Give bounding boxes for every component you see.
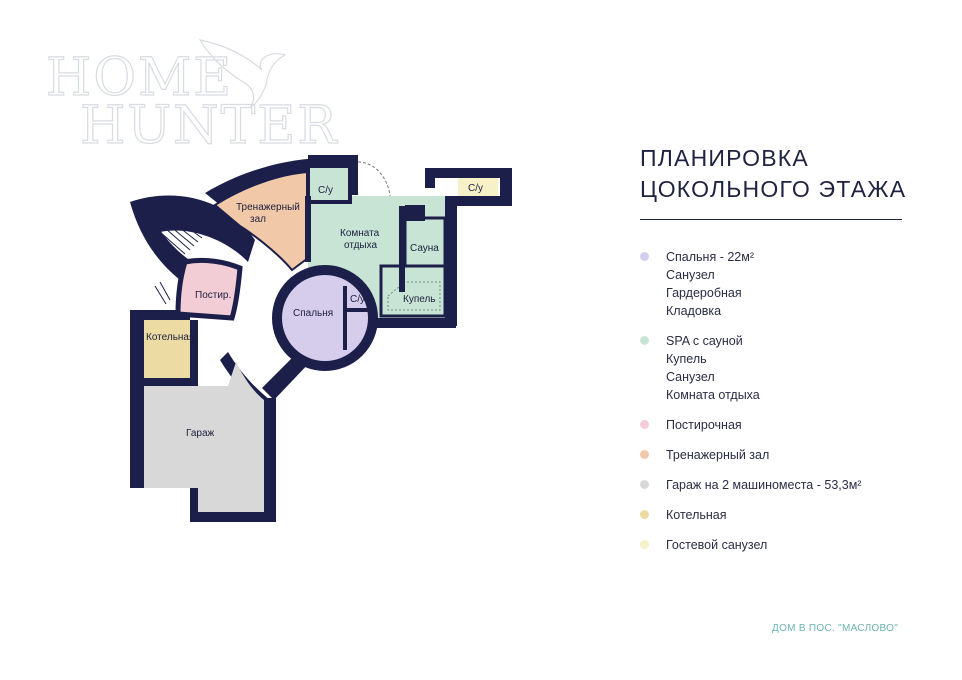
footer-caption: ДОМ В ПОС. "МАСЛОВО" [772, 623, 899, 634]
legend-item: Гостевой санузел [666, 538, 768, 552]
home-hunter-logo: HOME HUNTER [45, 39, 338, 157]
room-laundry [175, 257, 243, 321]
legend-group: Постирочная [640, 416, 940, 434]
legend-dot-icon [640, 540, 649, 549]
stairs [154, 221, 203, 305]
legend-group: Гараж на 2 машиноместа - 53,3м² [640, 476, 940, 494]
room-guest-wc [458, 178, 498, 196]
title-line-2: ЦОКОЛЬНОГО ЭТАЖА [640, 176, 907, 202]
room-kupel [379, 264, 447, 318]
legend-item: Гараж на 2 машиноместа - 53,3м² [666, 478, 862, 492]
room-garage [144, 362, 264, 512]
bird-icon [198, 39, 287, 109]
label-garage: Гараж [186, 428, 215, 439]
label-bedroom: Спальня [293, 308, 333, 319]
page-title: ПЛАНИРОВКА ЦОКОЛЬНОГО ЭТАЖА [640, 143, 907, 205]
label-sauna: Сауна [410, 243, 439, 254]
title-divider [640, 219, 902, 220]
legend-dot-icon [640, 336, 649, 345]
title-line-1: ПЛАНИРОВКА [640, 145, 809, 171]
legend-item: Санузел [666, 268, 715, 282]
legend-dot-icon [640, 420, 649, 429]
label-lounge-1: Комната [340, 228, 380, 239]
room-bedroom [272, 265, 378, 371]
legend-item: Котельная [666, 508, 727, 522]
legend-group: Тренажерный зал [640, 446, 940, 464]
legend-group: Котельная [640, 506, 940, 524]
label-gym-1: Тренажерный [236, 202, 300, 213]
label-lounge-2: отдыха [344, 240, 378, 251]
logo-line-2: HUNTER [80, 96, 338, 156]
legend-group: Гостевой санузел [640, 536, 940, 554]
legend-item: Тренажерный зал [666, 448, 770, 462]
legend-item: Постирочная [666, 418, 742, 432]
legend-item: SPA с сауной [666, 334, 743, 348]
legend-item: Комната отдыха [666, 388, 760, 402]
room-wc-top [306, 164, 352, 204]
label-wc-bedroom: С/у [350, 294, 365, 305]
label-laundry: Постир. [195, 290, 231, 301]
legend-dot-icon [640, 252, 649, 261]
legend-dot-icon [640, 450, 649, 459]
door-arc [357, 161, 391, 197]
legend-item: Кладовка [666, 304, 722, 318]
label-gym-2: зал [250, 214, 266, 225]
label-guest-wc: С/у [468, 183, 483, 194]
room-sauna [403, 216, 447, 268]
legend-item: Санузел [666, 370, 715, 384]
label-boiler: Котельная [146, 332, 194, 343]
label-kupel: Купель [403, 294, 436, 305]
legend-item: Гардеробная [666, 286, 742, 300]
label-wc-top: С/у [318, 185, 333, 196]
legend-dot-icon [640, 480, 649, 489]
room-boiler [144, 320, 196, 382]
logo-line-1: HOME [46, 48, 233, 108]
legend-dot-icon [640, 510, 649, 519]
legend-item: Спальня - 22м² [666, 250, 754, 264]
legend-item: Купель [666, 352, 707, 366]
